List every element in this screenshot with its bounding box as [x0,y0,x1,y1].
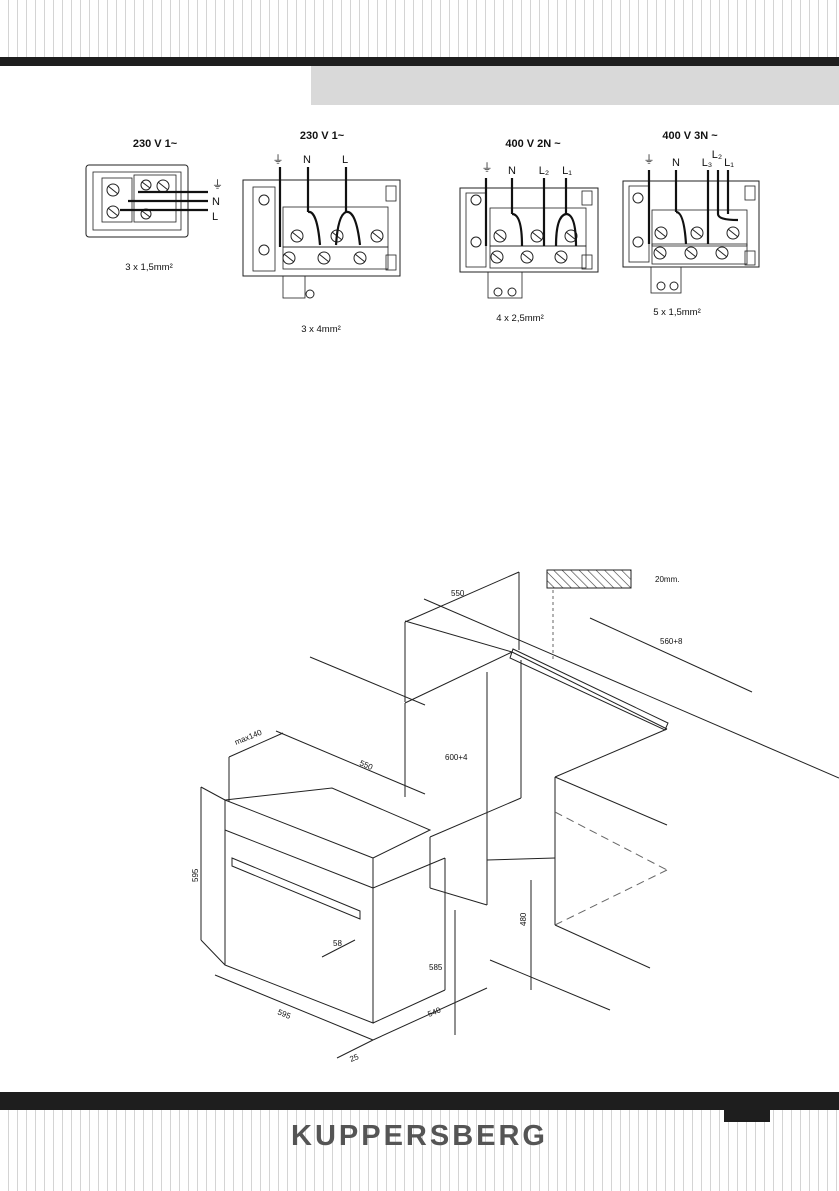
dim-label-oven-height: 595 [191,868,200,882]
terminal-label: N [672,157,680,169]
dim-label-oven-depth: 550 [358,759,374,773]
terminal-label: N [212,196,220,208]
header-panel [311,66,839,105]
cable-spec: 4 x 2,5mm² [496,313,544,324]
dim-label-panel-thickness: 20mm. [655,575,679,584]
dim-label-oven-width: 595 [276,1008,292,1022]
dim-label-body-height: 585 [429,963,443,972]
terminal-label: L₁ [724,157,734,169]
bottom-stripe-pattern [0,1110,839,1191]
terminal-screw-icon [470,194,578,297]
top-bar [0,57,839,66]
terminal-screw-icon [258,194,384,299]
dim-label-body-depth: 540 [426,1005,442,1019]
terminal-screw-icon [632,192,740,291]
terminal-label: L [212,211,218,223]
dim-label-plinth-height: 480 [519,912,528,926]
dim-label-niche-depth: 550 [451,589,465,598]
terminal-label: L₂ [712,149,722,161]
terminal-label: ⏚ [644,153,655,166]
terminal-label: L [342,154,348,166]
terminal-screw-icon [106,179,170,220]
terminal-label: ⏚ [212,178,223,191]
wiring-diagram-4: 400 V 3N ~ ⏚ N L₃ L₂ L₁ 5 [622,130,760,318]
terminal-label: L₁ [562,165,572,177]
wiring-diagram-3: 400 V 2N ~ ⏚ N L₂ L₁ 4 x 2,5m [459,138,599,324]
voltage-label: 400 V 3N ~ [662,130,718,142]
terminal-label: L₃ [702,157,713,169]
bottom-bar [0,1092,839,1111]
dim-label-niche-height: 600+4 [445,753,468,762]
top-stripe-pattern [0,0,839,58]
cable-spec: 3 x 1,5mm² [125,262,173,273]
brand-logo: KUPPERSBERG [291,1120,548,1152]
terminal-label: N [303,154,311,166]
installation-diagram: 550 20mm. 560+8 600+4 max140 550 595 480… [191,569,839,1064]
voltage-label: 230 V 1~ [133,138,178,150]
dim-label-niche-width: 560+8 [660,637,683,646]
voltage-label: 400 V 2N ~ [505,138,561,150]
page-number-tab [724,1109,770,1122]
voltage-label: 230 V 1~ [300,130,345,142]
cable-spec: 3 x 4mm² [301,324,341,335]
dim-label-front-thickness: 25 [348,1052,360,1064]
cable-spec: 5 x 1,5mm² [653,307,701,318]
terminal-label: N [508,165,516,177]
wiring-diagram-1: 230 V 1~ ⏚ N L 3 x 1,5mm² [85,138,223,273]
terminal-label: ⏚ [273,153,284,166]
wiring-diagram-2: 230 V 1~ ⏚ N L 3 x 4mm² [242,130,401,335]
terminal-label: ⏚ [482,161,493,174]
dim-label-handle-offset: 58 [333,939,342,948]
terminal-label: L₂ [539,165,549,177]
